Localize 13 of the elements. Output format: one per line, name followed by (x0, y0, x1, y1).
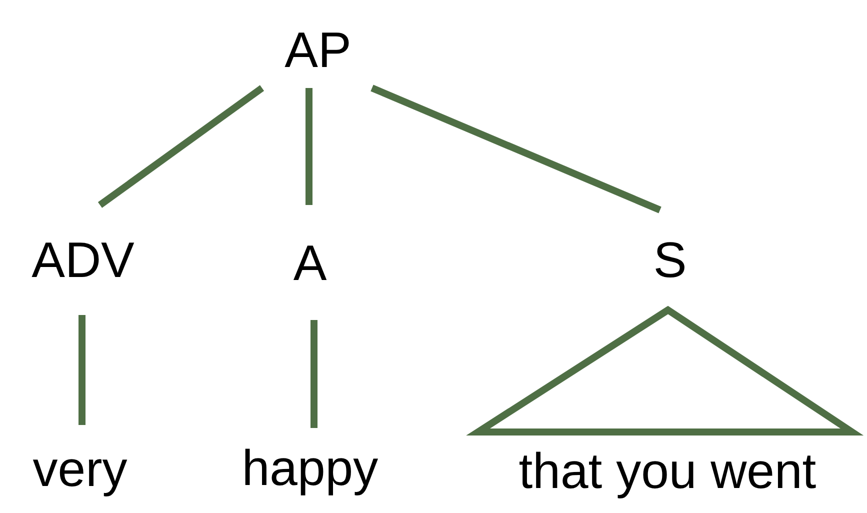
node-label: happy (215, 428, 405, 508)
node-label: S (620, 210, 720, 310)
branch-line (306, 88, 312, 205)
branch-line (98, 85, 264, 208)
branch-line (310, 320, 318, 428)
triangle-connector (466, 306, 864, 436)
node-label: very (10, 425, 150, 513)
node-label: AP (240, 12, 396, 88)
node-label: A (260, 205, 360, 320)
node-label: ADV (13, 205, 153, 315)
branch-line (370, 84, 662, 214)
node-label: that you went (470, 432, 865, 510)
branch-line (78, 315, 86, 425)
